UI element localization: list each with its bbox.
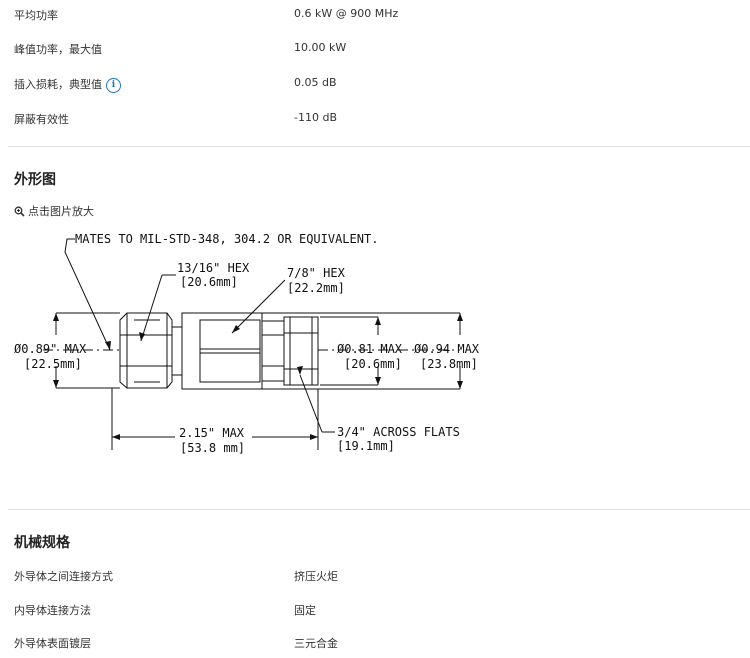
spec-label: 外导体表面镀层	[14, 637, 91, 650]
dia-left-mm: [22.5mm]	[24, 357, 82, 371]
flats-mm: [19.1mm]	[337, 439, 395, 453]
length-label: 2.15" MAX	[179, 426, 245, 440]
spec-value: 三元合金	[294, 637, 338, 650]
spec-value: 挤压火炬	[294, 570, 338, 583]
magnifier-zoom-icon	[14, 206, 25, 217]
zoom-link[interactable]: 点击图片放大	[14, 203, 94, 219]
hex-left-label: 13/16" HEX	[177, 261, 250, 275]
spec-label: 插入损耗，典型值 i	[14, 76, 121, 93]
info-icon[interactable]: i	[106, 77, 121, 93]
dia-right-mm: [23.8mm]	[420, 357, 478, 371]
spec-value: 10.00 kW	[294, 41, 347, 54]
spec-label: 内导体连接方法	[14, 604, 91, 617]
spec-label: 外导体之间连接方式	[14, 570, 113, 583]
spec-row-outer-connection: 外导体之间连接方式 挤压火炬	[0, 561, 750, 591]
spec-label: 平均功率	[14, 9, 58, 22]
dia-mid-mm: [20.6mm]	[344, 357, 402, 371]
flats-label: 3/4" ACROSS FLATS	[337, 425, 460, 439]
mechanical-section-title: 机械规格	[14, 535, 70, 551]
spec-row-peak-power: 峰值功率，最大值 10.00 kW	[0, 34, 750, 64]
spec-label: 屏蔽有效性	[14, 113, 69, 126]
spec-row-average-power: 平均功率 0.6 kW @ 900 MHz	[0, 0, 750, 30]
spec-label-text: 插入损耗，典型值	[14, 78, 102, 91]
spec-value: -110 dB	[294, 111, 337, 124]
spec-value: 0.05 dB	[294, 76, 337, 89]
spec-row-inner-connection: 内导体连接方法 固定	[0, 595, 750, 625]
dia-mid-label: Ø0.81 MAX	[337, 342, 403, 356]
spec-label: 峰值功率，最大值	[14, 43, 102, 56]
spec-row-shielding: 屏蔽有效性 -110 dB	[0, 104, 750, 134]
section-divider	[8, 509, 750, 510]
spec-value: 固定	[294, 604, 316, 617]
hex-left-mm: [20.6mm]	[180, 275, 238, 289]
dia-left-label: Ø0.89" MAX	[14, 342, 87, 356]
zoom-label: 点击图片放大	[28, 205, 94, 218]
length-mm: [53.8 mm]	[180, 441, 245, 455]
outline-section-title: 外形图	[14, 172, 56, 188]
spec-value: 0.6 kW @ 900 MHz	[294, 7, 399, 20]
spec-row-outer-plating: 外导体表面镀层 三元合金	[0, 628, 750, 658]
dia-right-label: Ø0.94 MAX	[414, 342, 480, 356]
hex-right-label: 7/8" HEX	[287, 266, 346, 280]
outline-drawing[interactable]: MATES TO MIL-STD-348, 304.2 OR EQUIVALEN…	[0, 222, 750, 462]
section-divider	[8, 146, 750, 147]
spec-row-insertion-loss: 插入损耗，典型值 i 0.05 dB	[0, 69, 750, 99]
note-mates: MATES TO MIL-STD-348, 304.2 OR EQUIVALEN…	[75, 232, 378, 246]
hex-right-mm: [22.2mm]	[287, 281, 345, 295]
